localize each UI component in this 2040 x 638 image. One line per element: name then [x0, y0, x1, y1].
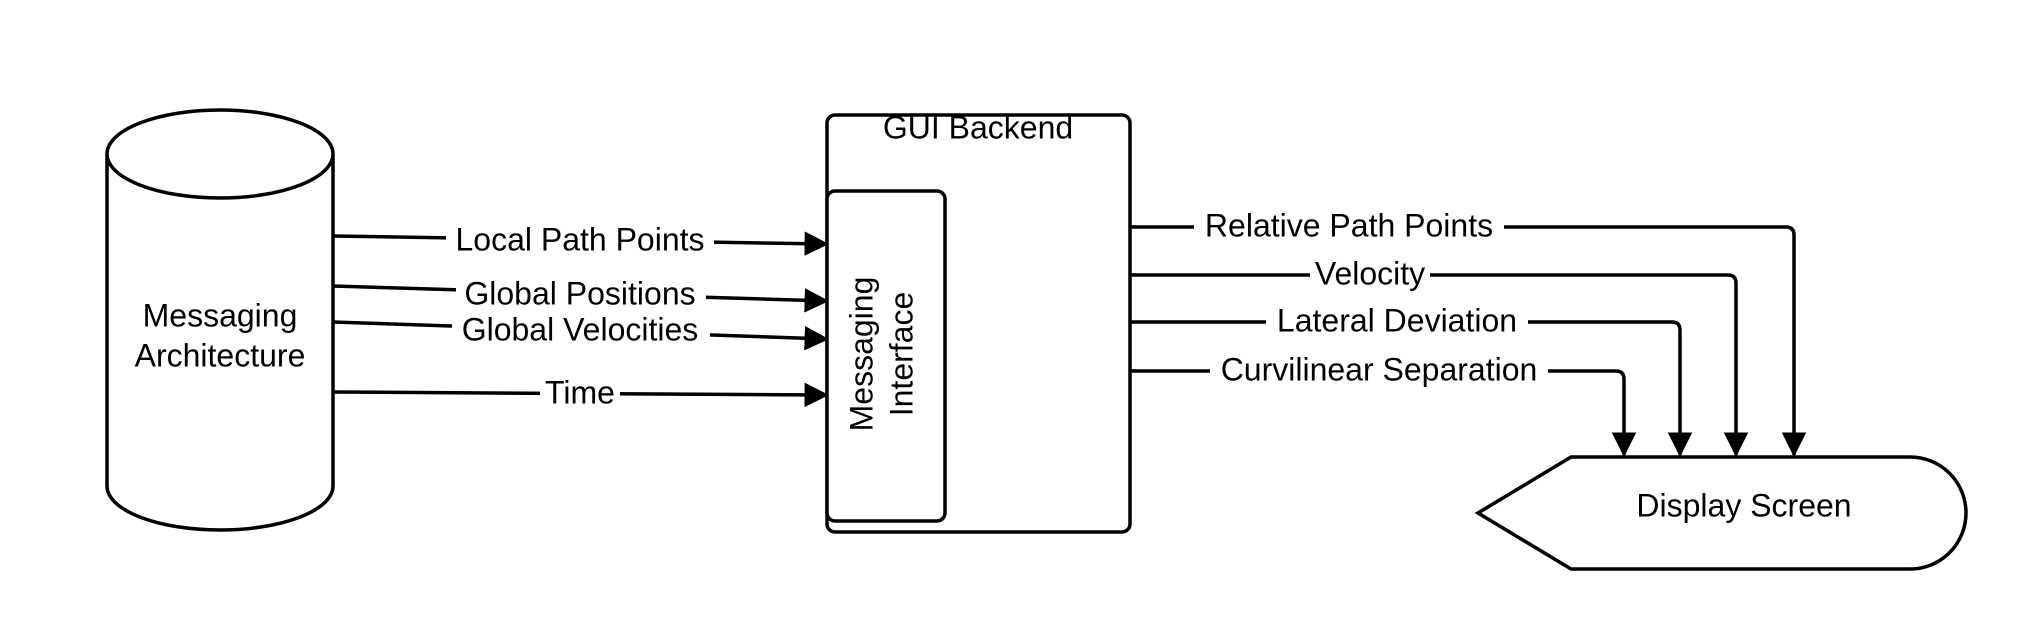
edge-lateral-deviation-line [1130, 320, 1693, 458]
edge-curvilinear-separation-label-bg [1210, 353, 1548, 389]
messaging-interface-frame [825, 189, 947, 523]
database-top [105, 108, 335, 200]
edge-velocity-label: Velocity [1315, 255, 1425, 291]
edge-local-path-points: Local Path Points [332, 221, 830, 260]
edge-curvilinear-separation: Curvilinear Separation [1130, 351, 1637, 458]
edge-velocity: Velocity [1130, 255, 1749, 458]
edge-global-positions-label-bg [456, 278, 706, 314]
edge-global-positions: Global Positions [332, 275, 830, 314]
edge-curvilinear-separation-label: Curvilinear Separation [1221, 351, 1538, 387]
edge-velocity-label-bg [1310, 257, 1430, 293]
edge-relative-path-points-line [1130, 225, 1807, 458]
messaging-interface-label-line2: Interface [883, 292, 919, 417]
database-label-line1: Messaging [143, 297, 298, 333]
edge-lateral-deviation-label-bg [1266, 304, 1528, 340]
display-screen-shape: Display Screen [1474, 455, 1968, 571]
edge-curvilinear-separation-line [1130, 369, 1637, 458]
messaging-interface-box: Messaging Interface [825, 189, 947, 523]
edge-global-velocities-label-bg [452, 314, 710, 350]
edge-global-velocities-label: Global Velocities [462, 311, 699, 347]
edge-time-label-bg [540, 377, 620, 413]
edge-global-positions-label: Global Positions [464, 275, 695, 311]
edge-time: Time [332, 374, 830, 413]
display-screen-frame [1474, 455, 1968, 571]
edge-global-velocities: Global Velocities [332, 311, 830, 351]
gui-backend-title: GUI Backend [883, 109, 1073, 145]
edge-relative-path-points-label: Relative Path Points [1205, 207, 1493, 243]
edge-local-path-points-label: Local Path Points [455, 221, 704, 257]
edge-lateral-deviation: Lateral Deviation [1130, 302, 1693, 458]
edge-relative-path-points-label-bg [1194, 209, 1504, 245]
messaging-architecture-database: Messaging Architecture [105, 108, 335, 532]
edge-time-label: Time [545, 374, 615, 410]
messaging-interface-label-line1: Messaging [843, 277, 879, 432]
edge-relative-path-points: Relative Path Points [1130, 207, 1807, 458]
edge-local-path-points-label-bg [446, 224, 714, 260]
display-screen-label: Display Screen [1636, 487, 1851, 523]
edge-velocity-line [1130, 273, 1749, 458]
edge-lateral-deviation-label: Lateral Deviation [1277, 302, 1517, 338]
database-label-line2: Architecture [135, 337, 306, 373]
database-body [105, 154, 335, 532]
